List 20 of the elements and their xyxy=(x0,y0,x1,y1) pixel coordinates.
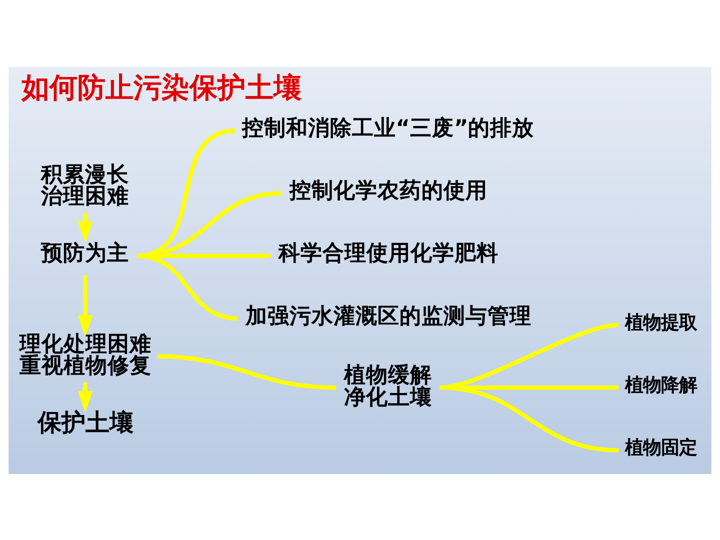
node-text: 植物缓解 净化土壤 xyxy=(344,362,432,410)
node-text: 科学合理使用化学肥料 xyxy=(278,240,498,266)
diagram-title: 如何防止污染保护土壤 xyxy=(22,70,302,104)
arrow xyxy=(78,212,93,243)
node-text: 控制和消除工业“三废”的排放 xyxy=(242,116,534,141)
node-text: 植物固定 xyxy=(625,437,698,458)
node-text: 保护土壤 xyxy=(38,408,134,436)
node-text: 理化处理困难 重视植物修复 xyxy=(19,331,152,378)
node-text: 预防为主 xyxy=(40,240,129,266)
node-text: 积累漫长 治理困难 xyxy=(40,162,129,209)
arrow xyxy=(78,382,93,412)
node-text: 植物降解 xyxy=(625,374,698,396)
connector xyxy=(136,253,238,320)
connector xyxy=(440,384,619,452)
node-text: 植物提取 xyxy=(625,312,698,333)
connector xyxy=(136,190,282,258)
node-text: 加强污水灌溉区的监测与管理 xyxy=(246,303,532,328)
connector xyxy=(158,354,336,390)
arrow xyxy=(78,274,93,336)
node-text: 控制化学农药的使用 xyxy=(289,178,488,204)
